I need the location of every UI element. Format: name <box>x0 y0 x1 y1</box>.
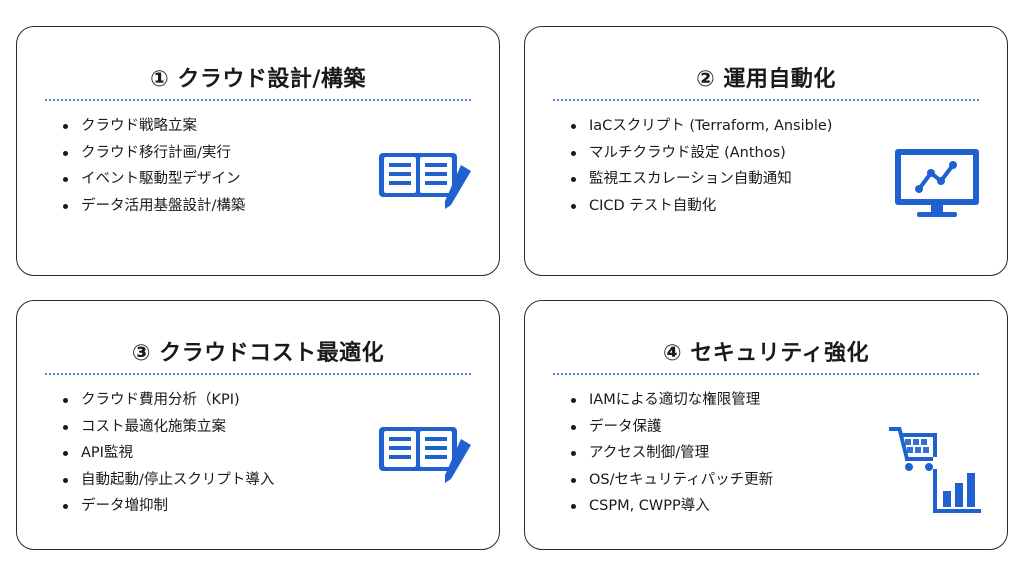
list-item: クラウド移行計画/実行 <box>61 140 245 167</box>
list-item: 自動起動/停止スクリプト導入 <box>61 467 274 494</box>
list-item: データ増抑制 <box>61 493 274 520</box>
list-item: IaCスクリプト (Terraform, Ansible) <box>569 113 832 140</box>
list-item: CSPM, CWPP導入 <box>569 493 773 520</box>
list-item: API監視 <box>61 440 274 467</box>
divider <box>45 99 471 101</box>
item-list: IAMによる適切な権限管理 データ保護 アクセス制御/管理 OS/セキュリティパ… <box>569 387 773 520</box>
divider <box>45 373 471 375</box>
book-pencil-icon <box>379 427 471 483</box>
list-item: イベント駆動型デザイン <box>61 166 245 193</box>
list-item: データ活用基盤設計/構築 <box>61 193 245 220</box>
card-ops-automation: ② 運用自動化 IaCスクリプト (Terraform, Ansible) マル… <box>524 26 1008 276</box>
item-list: クラウド戦略立案 クラウド移行計画/実行 イベント駆動型デザイン データ活用基盤… <box>61 113 245 219</box>
card-title: ② 運用自動化 <box>696 67 836 92</box>
card-title: ④ セキュリティ強化 <box>663 341 869 366</box>
card-title: ③ クラウドコスト最適化 <box>131 341 385 366</box>
monitor-chart-icon <box>895 149 979 217</box>
list-item: クラウド戦略立案 <box>61 113 245 140</box>
list-item: IAMによる適切な権限管理 <box>569 387 773 414</box>
list-item: マルチクラウド設定 (Anthos) <box>569 140 832 167</box>
card-cloud-design: ① クラウド設計/構築 クラウド戦略立案 クラウド移行計画/実行 イベント駆動型… <box>16 26 500 276</box>
list-item: コスト最適化施策立案 <box>61 414 274 441</box>
divider <box>553 373 979 375</box>
card-cost-optimization: ③ クラウドコスト最適化 クラウド費用分析（KPI) コスト最適化施策立案 AP… <box>16 300 500 550</box>
list-item: データ保護 <box>569 414 773 441</box>
card-title: ① クラウド設計/構築 <box>150 67 366 92</box>
list-item: OS/セキュリティパッチ更新 <box>569 467 773 494</box>
book-pencil-icon <box>379 153 471 209</box>
item-list: クラウド費用分析（KPI) コスト最適化施策立案 API監視 自動起動/停止スク… <box>61 387 274 520</box>
cart-chart-icon <box>889 427 981 513</box>
list-item: クラウド費用分析（KPI) <box>61 387 274 414</box>
list-item: アクセス制御/管理 <box>569 440 773 467</box>
item-list: IaCスクリプト (Terraform, Ansible) マルチクラウド設定 … <box>569 113 832 219</box>
divider <box>553 99 979 101</box>
list-item: CICD テスト自動化 <box>569 193 832 220</box>
list-item: 監視エスカレーション自動通知 <box>569 166 832 193</box>
card-security: ④ セキュリティ強化 IAMによる適切な権限管理 データ保護 アクセス制御/管理… <box>524 300 1008 550</box>
